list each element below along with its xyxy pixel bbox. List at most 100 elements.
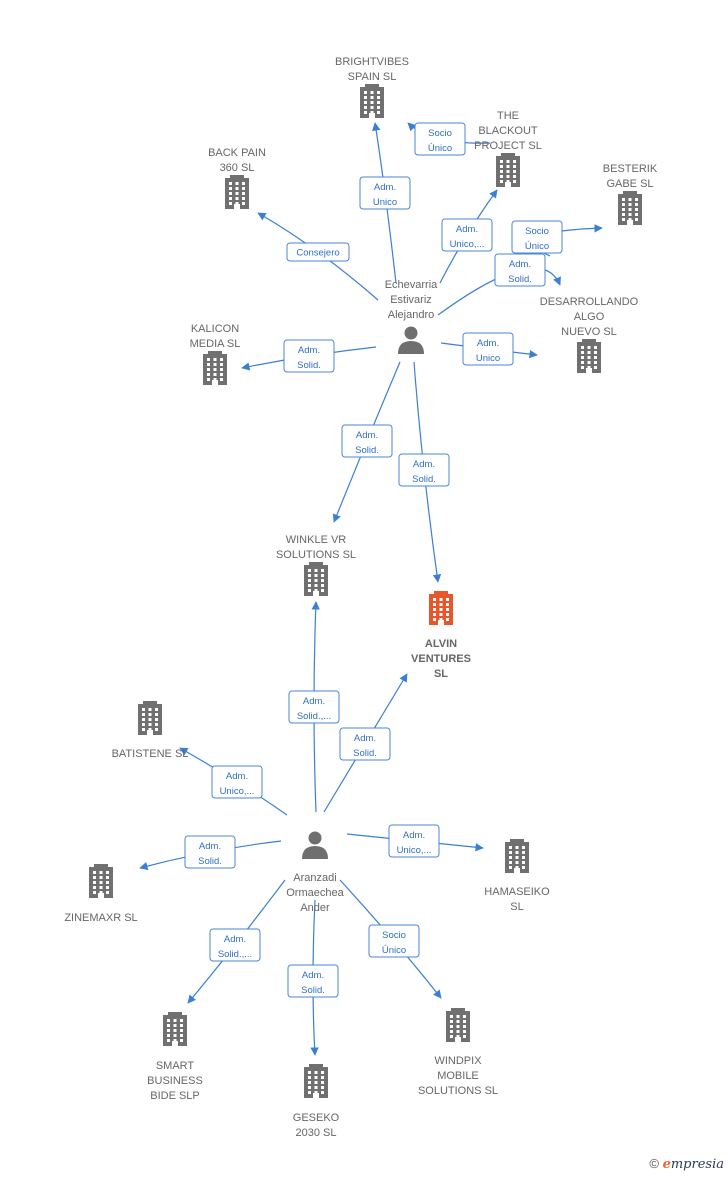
relation-label-text: Adm. bbox=[199, 841, 221, 852]
node-label-line: KALICON bbox=[191, 323, 239, 335]
building-icon bbox=[304, 1064, 328, 1098]
relation-label-p2-winkle[interactable]: Adm. Solid.,... bbox=[288, 690, 340, 724]
node-label-line: SL bbox=[434, 668, 448, 680]
person-icon bbox=[302, 831, 328, 859]
relation-label-text: Adm. bbox=[303, 696, 325, 707]
node-label-line: GABE SL bbox=[606, 178, 653, 190]
company-node-backpain[interactable]: BACK PAIN 360 SL bbox=[208, 147, 266, 209]
relation-label-text: Solid. bbox=[301, 985, 325, 996]
node-label-line: WINKLE VR bbox=[286, 534, 347, 546]
relation-label-p1-blackout[interactable]: Adm. Unico,... bbox=[441, 218, 493, 252]
empresia-logo[interactable]: empresia bbox=[662, 1157, 724, 1172]
relation-label-text: Unico bbox=[373, 197, 397, 208]
relation-label-text: Solid. bbox=[355, 445, 379, 456]
relation-label-text: Socio bbox=[428, 128, 452, 139]
footer-brand: © empresia bbox=[649, 1156, 724, 1172]
relation-label-text: Adm. bbox=[413, 459, 435, 470]
relation-label-text: Adm. bbox=[224, 934, 246, 945]
relation-label-text: Solid.,... bbox=[218, 949, 252, 960]
relation-label-p2-alvin[interactable]: Adm. Solid. bbox=[339, 727, 391, 761]
relation-label-p1-backpain[interactable]: Consejero bbox=[286, 242, 350, 262]
relation-label-text: Único bbox=[428, 143, 452, 154]
relation-label-text: Adm. bbox=[302, 970, 324, 981]
relation-label-p1-winkle[interactable]: Adm. Solid. bbox=[341, 424, 393, 458]
relation-label-p1-desarrollando[interactable]: Adm.Solid. bbox=[494, 253, 546, 287]
node-label-line: BATISTENE SL bbox=[112, 748, 189, 760]
company-node-besterik[interactable]: BESTERIK GABE SL bbox=[603, 163, 658, 225]
node-label-line: ZINEMAXR SL bbox=[64, 912, 137, 924]
building-icon bbox=[618, 191, 642, 225]
relation-label-p2-smart[interactable]: Adm. Solid.,... bbox=[209, 928, 261, 962]
relation-label-text: Único bbox=[382, 945, 406, 956]
relation-label-p2-hamaseiko[interactable]: Adm.Unico,... bbox=[388, 824, 440, 858]
relation-label-text: Adm. bbox=[509, 259, 531, 270]
relation-label-text: Unico,... bbox=[450, 239, 485, 250]
building-icon bbox=[360, 84, 384, 118]
relation-label-p2-zinemaxr[interactable]: Adm. Solid. bbox=[184, 835, 236, 869]
nodes-layer: EchevarriaEstivarizAlejandroAranzadiOrma… bbox=[64, 56, 658, 1139]
relation-label-text: Único bbox=[525, 241, 549, 252]
building-icon bbox=[429, 591, 453, 625]
relation-label-p1-unnamed[interactable]: Adm.Unico bbox=[462, 332, 514, 366]
relation-label-text: Solid. bbox=[198, 856, 222, 867]
node-label-line: HAMASEIKO bbox=[484, 886, 550, 898]
node-label-line: GESEKO bbox=[293, 1112, 340, 1124]
building-icon bbox=[496, 153, 520, 187]
relation-label-text: Socio bbox=[525, 226, 549, 237]
relation-label-text: Adm. bbox=[354, 733, 376, 744]
relation-label-p1-brightvibes[interactable]: Adm.Unico bbox=[359, 176, 411, 210]
building-icon bbox=[304, 562, 328, 596]
building-icon bbox=[203, 351, 227, 385]
node-label-line: Alejandro bbox=[388, 309, 434, 321]
node-label-line: BLACKOUT bbox=[478, 125, 538, 137]
relation-label-text: Adm. bbox=[403, 830, 425, 841]
relation-label-text: Adm. bbox=[226, 771, 248, 782]
relation-label-text: Adm. bbox=[356, 430, 378, 441]
node-label-line: BACK PAIN bbox=[208, 147, 266, 159]
node-label-line: BRIGHTVIBES bbox=[335, 56, 409, 68]
copyright-symbol: © bbox=[649, 1156, 659, 1171]
node-label-line: Aranzadi bbox=[293, 872, 336, 884]
building-icon bbox=[225, 175, 249, 209]
relation-label-text: Solid.,... bbox=[297, 711, 331, 722]
node-label-line: MEDIA SL bbox=[190, 338, 241, 350]
relation-label-text: Adm. bbox=[456, 224, 478, 235]
relation-label-p2-batistene[interactable]: Adm.Unico,... bbox=[211, 765, 263, 799]
node-label-line: WINDPIX bbox=[434, 1055, 482, 1067]
relation-label-text: Socio bbox=[382, 930, 406, 941]
company-node-zinemaxr[interactable]: ZINEMAXR SL bbox=[64, 864, 138, 924]
node-label-line: Estivariz bbox=[390, 294, 432, 306]
node-label-line: BIDE SLP bbox=[150, 1090, 200, 1102]
relation-labels-layer: Adm.UnicoAdm.Unico,...SocioÚnicoSocioÚni… bbox=[184, 122, 563, 998]
node-label-line: DESARROLLANDO bbox=[540, 296, 639, 308]
node-label-line: PROJECT SL bbox=[474, 140, 542, 152]
relation-label-p1-kalicon[interactable]: Adm. Solid. bbox=[283, 339, 335, 373]
relation-label-text: Adm. bbox=[298, 345, 320, 356]
node-label-line: ALGO bbox=[574, 311, 605, 323]
relation-label-text: Solid. bbox=[297, 360, 321, 371]
relation-label-p1-alvin[interactable]: Adm.Solid. bbox=[398, 453, 450, 487]
node-label-line: BUSINESS bbox=[147, 1075, 203, 1087]
relation-label-p2-geseko[interactable]: Adm. Solid. bbox=[287, 964, 339, 998]
relation-label-text: Solid. bbox=[353, 748, 377, 759]
relation-label-text: Consejero bbox=[296, 248, 339, 259]
company-node-batistene[interactable]: BATISTENE SL bbox=[112, 701, 189, 760]
node-label-line: 360 SL bbox=[220, 162, 255, 174]
node-label-line: MOBILE bbox=[437, 1070, 479, 1082]
company-node-kalicon[interactable]: KALICON MEDIA SL bbox=[190, 323, 241, 385]
node-label-line: BESTERIK bbox=[603, 163, 658, 175]
